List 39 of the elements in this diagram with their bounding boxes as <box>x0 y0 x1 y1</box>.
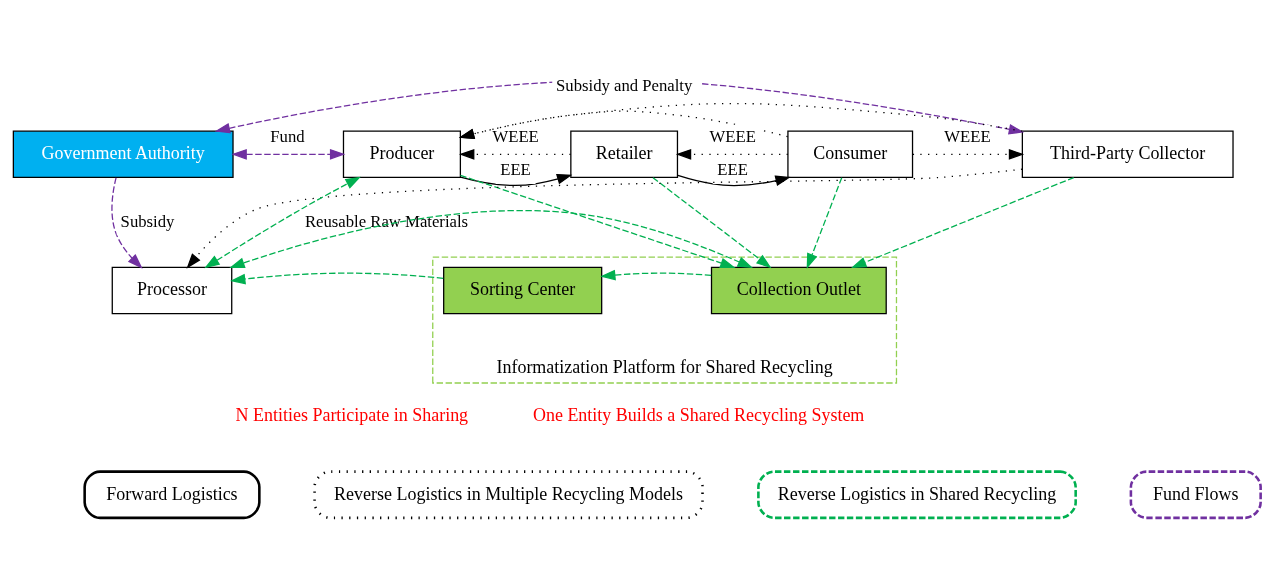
label: N Entities Participate in Sharing <box>235 404 469 425</box>
arrow <box>806 176 843 269</box>
arrow <box>851 176 1075 268</box>
edge-label: EEE <box>500 159 531 179</box>
arrow <box>677 174 791 186</box>
node-box: Third-Party Collector <box>1021 130 1234 178</box>
legend-label: Reverse Logistics in Shared Recycling <box>777 482 1057 503</box>
arrow <box>652 176 772 268</box>
arrow <box>204 176 361 268</box>
edge-label: WEEE <box>944 126 991 146</box>
node-box: Government Authority <box>12 130 234 178</box>
arrow <box>231 148 346 160</box>
legend-label: Forward Logistics <box>106 482 238 503</box>
node-box: Collection Outlet <box>710 266 887 314</box>
label: One Entity Builds a Shared Recycling System <box>532 404 865 425</box>
node-box: Processor <box>111 266 233 314</box>
edge-label: Fund <box>270 126 305 146</box>
arrow <box>459 173 573 186</box>
edge-label: Subsidy <box>120 211 175 231</box>
arrow <box>458 148 572 160</box>
edge-label: WEEE <box>492 126 539 146</box>
arrow <box>458 102 1023 139</box>
arrow <box>675 148 789 160</box>
edge-label: Reusable Raw Materials <box>304 211 469 231</box>
edge-label: EEE <box>717 159 748 179</box>
arrow <box>912 148 1025 160</box>
arrow <box>230 272 444 284</box>
legend-label: Fund Flows <box>1153 482 1239 503</box>
arrow <box>111 176 143 269</box>
arrow <box>186 168 1023 269</box>
arrow <box>459 174 736 268</box>
legend-label: Reverse Logistics in Multiple Recycling Models <box>334 482 683 503</box>
edge-label: WEEE <box>709 126 756 146</box>
node-box: Consumer <box>787 130 914 178</box>
node-box: Sorting Center <box>443 266 603 314</box>
node-box: Producer <box>342 130 461 178</box>
edge-label: Subsidy and Penalty <box>556 75 693 95</box>
arrow <box>600 269 712 280</box>
node-box: Retailer <box>570 130 679 178</box>
